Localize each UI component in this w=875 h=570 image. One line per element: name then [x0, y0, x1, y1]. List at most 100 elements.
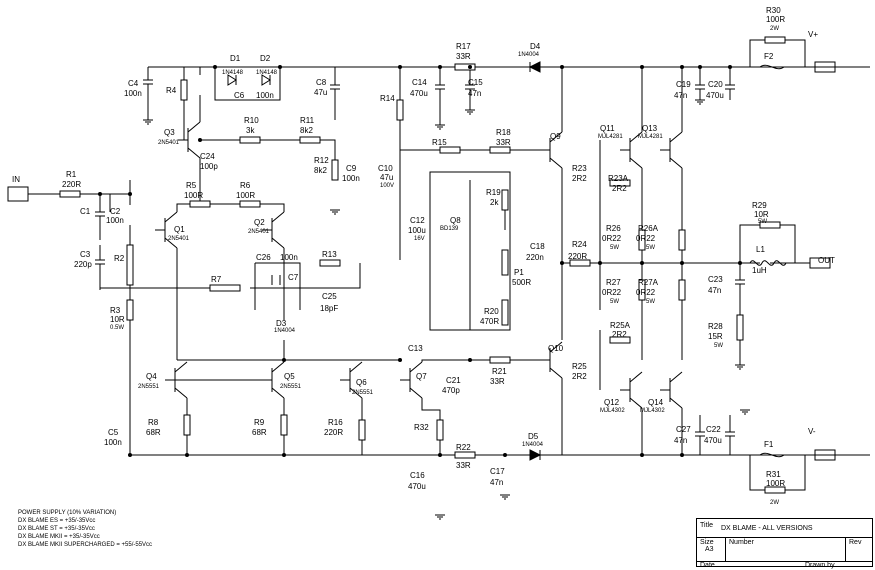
r11-value: 8k2 [300, 126, 313, 135]
r13-label: R13 [322, 250, 337, 259]
c12-voltage: 16V [414, 236, 425, 242]
c3-cap [95, 245, 105, 290]
f1-label: F1 [764, 440, 774, 449]
r16-label: R16 [328, 418, 343, 427]
r20-resistor [501, 299, 509, 326]
in-terminal [7, 186, 29, 202]
d4-value: 1N4004 [518, 52, 540, 58]
q14-label: Q14 [648, 398, 664, 407]
q8-type: BD139 [440, 226, 459, 232]
q9-driver [540, 67, 563, 340]
r23-value: 2R2 [572, 174, 587, 183]
r30-value: 100R [766, 15, 786, 24]
r1-label: R1 [66, 170, 77, 179]
drawn-by-label: Drawn by [805, 562, 835, 569]
q1-type: 2N5401 [168, 236, 190, 242]
d5-label: D5 [528, 432, 539, 441]
r28-value: 15R [708, 332, 723, 341]
r30-resistor [764, 36, 786, 44]
notes-line-2: DX BLAME ST = +35/-35Vcc [18, 526, 95, 532]
d1-label: D1 [230, 54, 241, 63]
q13-type: MJL4281 [638, 134, 663, 140]
r25a-label: R25A [610, 321, 631, 330]
c18-label: C18 [530, 242, 545, 251]
junction-dots [98, 65, 742, 457]
c19-label: C19 [676, 80, 691, 89]
r27a-wattage: 5W [646, 299, 655, 305]
q9-label: Q9 [550, 132, 561, 141]
d2-value: 1N4148 [256, 70, 278, 76]
r14-label: R14 [380, 94, 395, 103]
q5-type: 2N5551 [280, 384, 302, 390]
r22-label: R22 [456, 443, 471, 452]
r17-label: R17 [456, 42, 471, 51]
r8-resistor [183, 414, 191, 436]
r7-label: R7 [211, 275, 222, 284]
c10-voltage: 100V [380, 183, 395, 189]
c5-value: 100n [104, 438, 122, 447]
r1-value: 220R [62, 180, 82, 189]
r24-label: R24 [572, 240, 587, 249]
r31-wattage: 2W [770, 500, 779, 506]
c21-value: 470p [442, 386, 460, 395]
c17-label: C17 [490, 467, 505, 476]
r31-resistor [764, 486, 786, 494]
c10-label: C10 [378, 164, 393, 173]
r1-resistor [59, 190, 81, 198]
r27-value: 0R22 [602, 288, 622, 297]
r19-resistor [501, 189, 509, 211]
c6-label: C6 [234, 91, 245, 100]
r11-resistor [299, 136, 321, 144]
c2-value: 100n [106, 216, 124, 225]
vplus-terminal [814, 61, 836, 73]
c26-c7 [254, 262, 301, 310]
r22-value: 33R [456, 461, 471, 470]
q4-type: 2N5551 [138, 384, 160, 390]
q14-type: MJL4302 [640, 408, 665, 414]
d1-value: 1N4148 [222, 70, 244, 76]
r17-value: 33R [456, 52, 471, 61]
r18-value: 33R [496, 138, 511, 147]
r19-label: R19 [486, 188, 501, 197]
p1-potentiometer [501, 249, 509, 276]
r7-line [100, 263, 361, 289]
c24-value: 100p [200, 162, 218, 171]
r14-c14 [399, 67, 475, 125]
c27-value: 47n [674, 436, 688, 445]
r12-resistor [331, 159, 339, 181]
r6-label: R6 [240, 181, 251, 190]
c16-value: 470u [408, 482, 426, 491]
notes-line-4: DX BLAME MKII SUPERCHARGED = +55/-55Vcc [18, 542, 153, 548]
d4-label: D4 [530, 42, 541, 51]
vminus-terminal [814, 449, 836, 461]
r3-label: R3 [110, 306, 121, 315]
notes-line-1: DX BLAME ES = +35/-35Vcc [18, 518, 96, 524]
r16-value: 220R [324, 428, 344, 437]
r30-loop [749, 39, 806, 67]
q11-type: MJL4281 [598, 134, 623, 140]
c4-value: 100n [124, 89, 142, 98]
c16-label: C16 [410, 471, 425, 480]
d1-d2-diodes [214, 67, 281, 101]
r30-wattage: 2W [770, 26, 779, 32]
r9-label: R9 [254, 418, 265, 427]
ground-symbols [142, 99, 751, 520]
r21-value: 33R [490, 377, 505, 386]
q6-q7 [340, 361, 423, 399]
r10-label: R10 [244, 116, 259, 125]
zobel [735, 263, 745, 365]
r5-value: 100R [184, 191, 204, 200]
c24-label: C24 [200, 152, 215, 161]
r24-resistor [569, 259, 591, 267]
l1-value: 1uH [752, 266, 767, 275]
r5-resistor [189, 200, 211, 208]
r27a-label: R27A [638, 278, 659, 287]
r19-value: 2k [490, 198, 499, 207]
r29-label: R29 [752, 201, 767, 210]
c26-label: C26 [256, 253, 271, 262]
c23-label: C23 [708, 275, 723, 284]
q1-label: Q1 [174, 225, 185, 234]
c22-value: 470u [704, 436, 722, 445]
r3-wattage: 0.5W [110, 325, 125, 331]
c18-value: 220n [526, 253, 544, 262]
